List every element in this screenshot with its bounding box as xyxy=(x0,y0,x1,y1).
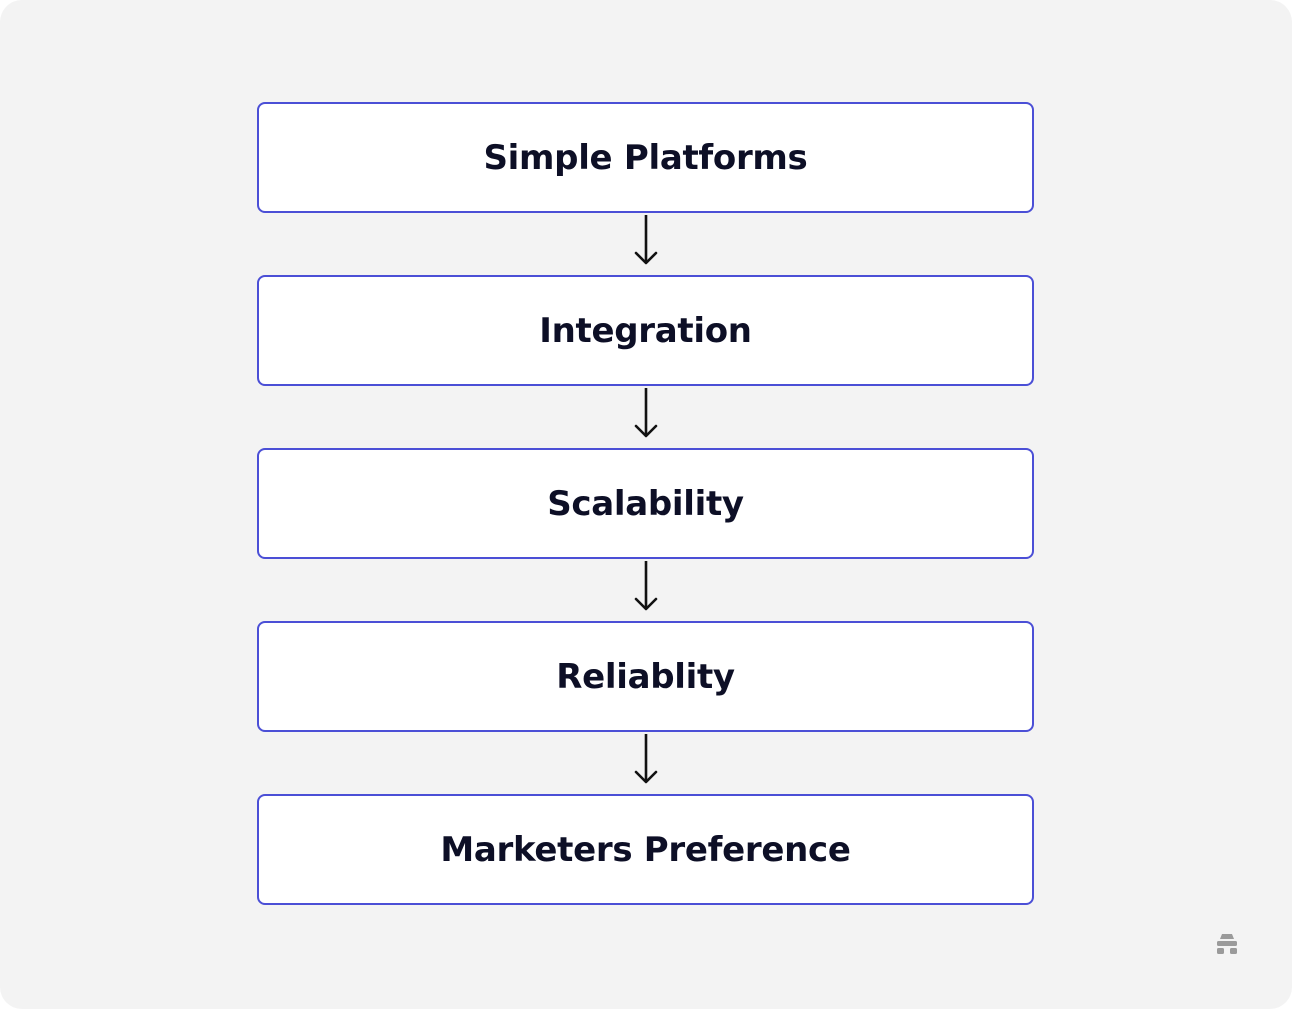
down-arrow-icon xyxy=(634,561,658,611)
flow-step-simple-platforms: Simple Platforms xyxy=(257,102,1034,213)
flow-step-integration: Integration xyxy=(257,275,1034,386)
flow-step-label: Reliablity xyxy=(556,656,735,697)
down-arrow-icon xyxy=(634,215,658,265)
flow-step-reliablity: Reliablity xyxy=(257,621,1034,732)
flow-step-label: Scalability xyxy=(547,483,744,524)
flow-step-label: Integration xyxy=(539,310,752,351)
down-arrow-icon xyxy=(634,734,658,784)
down-arrow-icon xyxy=(634,388,658,438)
flow-step-label: Marketers Preference xyxy=(440,829,851,870)
beehive-logo-icon xyxy=(1217,934,1237,954)
flow-step-label: Simple Platforms xyxy=(483,137,808,178)
flow-step-scalability: Scalability xyxy=(257,448,1034,559)
flow-step-marketers-preference: Marketers Preference xyxy=(257,794,1034,905)
